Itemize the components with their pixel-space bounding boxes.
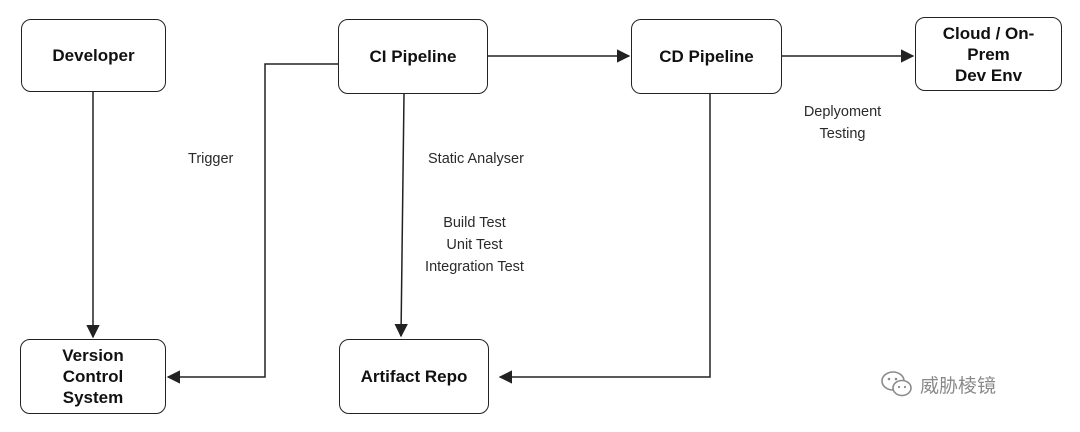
edge-label-trigger-text: Trigger [188, 151, 234, 167]
wechat-icon [881, 371, 912, 397]
watermark: 威胁棱镜 [880, 364, 996, 404]
node-version-control-line-3: System [62, 388, 124, 407]
edge-ci-to-artifact [394, 93, 408, 338]
node-version-control-line-1: Version [62, 346, 124, 365]
edge-label-tests-line-1: Build Test [443, 215, 506, 231]
node-cloud-env-line-3: Dev Env [954, 65, 1023, 85]
edge-label-static-analyser-text: Static Analyser [428, 151, 524, 167]
node-developer: Developer [21, 19, 166, 92]
edge-label-trigger: Trigger [188, 148, 233, 170]
edge-ci-trigger-to-vcs [166, 63, 338, 384]
edge-label-tests: Build Test Unit Test Integration Test [412, 212, 537, 278]
node-version-control: Version Control System [20, 339, 166, 414]
node-cloud-env-line-2: Prem [967, 44, 1010, 64]
edge-label-deployment-testing-line-1: Deplyoment [803, 104, 882, 120]
node-cloud-env-line-1: Cloud / On- [942, 23, 1035, 43]
node-version-control-line-2: Control [62, 367, 124, 386]
watermark-text: 威胁棱镜 [920, 374, 997, 397]
node-cd-pipeline-label: CD Pipeline [659, 47, 754, 66]
node-cloud-env: Cloud / On- Prem Dev Env [915, 17, 1062, 91]
edge-label-tests-line-3: Integration Test [425, 259, 524, 275]
edge-label-deployment-testing-line-2: Testing [819, 126, 866, 142]
edge-label-deployment-testing: Deplyoment Testing [790, 101, 895, 145]
node-cd-pipeline: CD Pipeline [631, 19, 782, 94]
node-developer-label: Developer [52, 46, 135, 65]
node-artifact-repo: Artifact Repo [339, 339, 489, 414]
node-ci-pipeline: CI Pipeline [338, 19, 488, 94]
node-artifact-repo-label: Artifact Repo [360, 367, 468, 386]
edge-label-tests-line-2: Unit Test [446, 237, 503, 253]
node-ci-pipeline-label: CI Pipeline [369, 47, 457, 66]
edge-label-static-analyser: Static Analyser [428, 148, 524, 170]
edge-cd-to-artifact [498, 94, 711, 384]
